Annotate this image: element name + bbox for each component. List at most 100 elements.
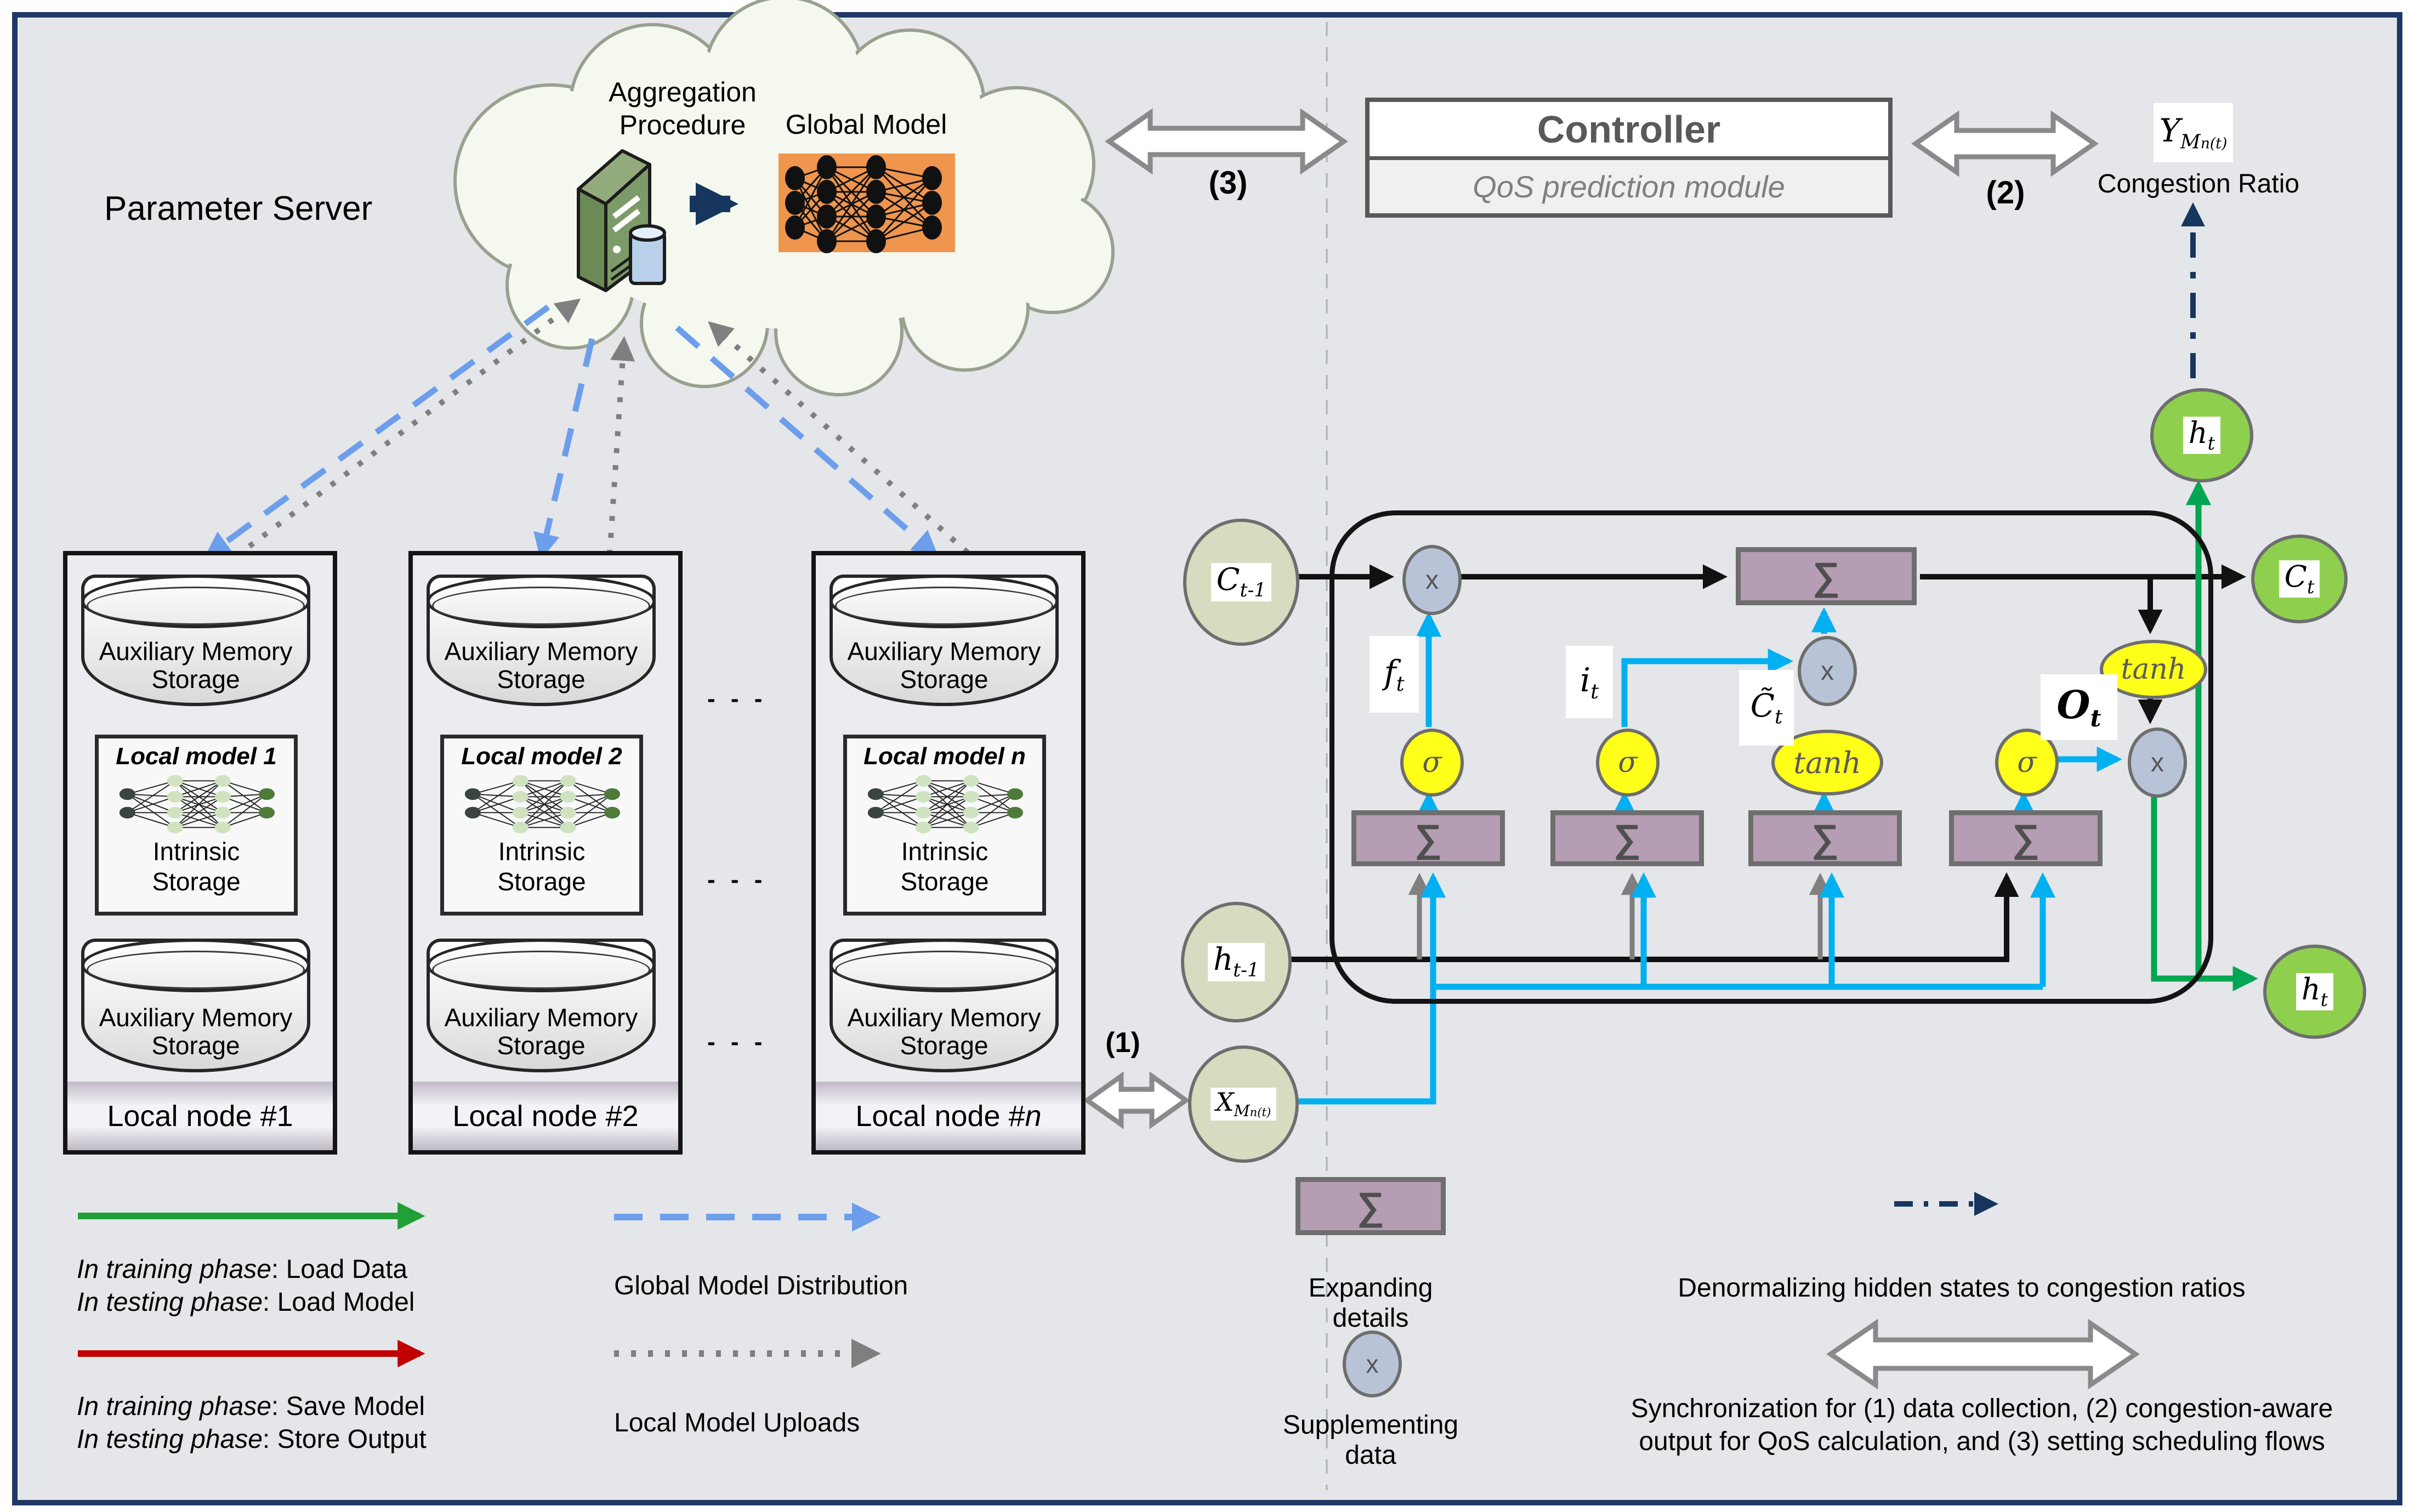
- c-out-label: C: [2284, 559, 2307, 594]
- federation-arrows: [204, 298, 970, 560]
- x-input-sub: M: [1234, 1102, 1250, 1121]
- legend-italic: In testing phase: [77, 1288, 263, 1317]
- legend-rest: : Load Data: [271, 1255, 408, 1284]
- local-node-2-aux-top-cylinder: Auxiliary Memory Storage: [427, 575, 656, 706]
- i-t-label: it: [1566, 646, 1613, 718]
- legend-multiply-node: x: [1343, 1331, 1402, 1397]
- cloud-shape: [453, 0, 1115, 396]
- local-model-title: Local model 1: [116, 743, 277, 770]
- local-node-1-model-box: Local model 1 Intrinsic Storage: [95, 735, 298, 916]
- local-model-title: Local model n: [863, 743, 1026, 770]
- o-symbol: O: [2056, 682, 2090, 727]
- controller-title: Controller: [1537, 107, 1721, 151]
- legend-italic: In training phase: [77, 1392, 271, 1421]
- sync-3-label: (3): [1208, 165, 1248, 201]
- sum-symbol: ∑: [1813, 555, 1840, 598]
- footer-prefix: Local node #: [855, 1099, 1025, 1133]
- legend-sum-box: ∑: [1296, 1177, 1446, 1235]
- legend-save-line1: In training phase: Save Model: [77, 1391, 425, 1422]
- x-input-subsub: n(t): [1249, 1105, 1271, 1119]
- f-t-label: ft: [1370, 636, 1419, 713]
- legend-rest: : Save Model: [271, 1392, 425, 1421]
- ellipsis-dots: - - -: [707, 866, 767, 893]
- lstm-cell-state-wires: [1286, 564, 2247, 962]
- x-input-node: XMn(t): [1188, 1045, 1299, 1163]
- candidate-sum-box: ∑: [1748, 810, 1902, 866]
- sigma-symbol: σ: [2017, 746, 2037, 779]
- forget-sum-box: ∑: [1351, 810, 1505, 866]
- legend-supplementing-label: Supplementing data: [1282, 1411, 1459, 1470]
- sync-1-label: (1): [1105, 1027, 1140, 1059]
- tanh-symbol: tanh: [1793, 745, 1861, 780]
- lstm-cell-border: [1330, 510, 2213, 1004]
- footer-id: 2: [622, 1099, 639, 1133]
- sum-symbol: ∑: [1613, 817, 1641, 860]
- parameter-server-title: Parameter Server: [104, 190, 373, 228]
- c-out-node: Ct: [2251, 535, 2348, 623]
- aux-memory-label: Auxiliary Memory Storage: [847, 636, 1041, 694]
- ellipsis-dots: - - -: [707, 1028, 767, 1055]
- intrinsic-storage-label: Intrinsic Storage: [152, 837, 241, 896]
- local-node-1-footer: Local node #1: [63, 1082, 337, 1155]
- o-t-label: Ot: [2041, 674, 2117, 740]
- footer-id: n: [1025, 1099, 1042, 1133]
- local-node-n-model-box: Local model n Intrinsic Storage: [843, 735, 1046, 916]
- h-out-sub: t: [2320, 988, 2328, 1010]
- legend-load-line1: In training phase: Load Data: [77, 1254, 407, 1284]
- legend-denormalizing-label: Denormalizing hidden states to congestio…: [1678, 1274, 2246, 1303]
- forget-sigma-gate: σ: [1400, 729, 1464, 797]
- legend-uploads-label: Local Model Uploads: [614, 1408, 860, 1437]
- c-tilde-sub: t: [1774, 706, 1783, 729]
- output-sum-box: ∑: [1949, 810, 2103, 866]
- cell-state-sum-box: ∑: [1736, 547, 1917, 605]
- sum-symbol: ∑: [2012, 817, 2039, 860]
- x-input-label: X: [1215, 1087, 1234, 1117]
- intrinsic-storage-label: Intrinsic Storage: [497, 837, 586, 896]
- footer-id: 1: [276, 1099, 293, 1133]
- multiply-symbol: x: [2151, 748, 2164, 777]
- legend-italic: In training phase: [77, 1255, 271, 1284]
- sum-symbol: ∑: [1414, 817, 1442, 860]
- multiply-symbol: x: [1821, 656, 1834, 686]
- sync-2-label: (2): [1986, 175, 2025, 211]
- c-out-sub: t: [2306, 576, 2315, 598]
- y-subsub: n(t): [2200, 135, 2228, 152]
- local-model-nn-icon: [464, 775, 621, 834]
- lstm-input-wires: [1292, 607, 2122, 1105]
- h-out-sub: t: [2207, 432, 2215, 454]
- local-model-title: Local model 2: [461, 743, 622, 770]
- candidate-tanh-gate: tanh: [1771, 730, 1883, 795]
- h-out-right-node: ht: [2263, 945, 2366, 1039]
- h-out-label: h: [2188, 416, 2208, 451]
- local-model-nn-icon: [867, 775, 1024, 834]
- f-symbol: f: [1384, 653, 1396, 692]
- aux-memory-label: Auxiliary Memory Storage: [847, 1003, 1041, 1060]
- congestion-ratio-label: Congestion Ratio: [2097, 169, 2300, 198]
- c-tilde-label: C̃t: [1739, 670, 1794, 746]
- ellipsis-dots: - - -: [707, 685, 767, 712]
- sum-symbol: ∑: [1357, 1185, 1384, 1227]
- c-prev-label: C: [1216, 561, 1240, 598]
- f-sub: t: [1396, 671, 1405, 696]
- sigma-symbol: σ: [1618, 746, 1638, 779]
- local-node-2-footer: Local node #2: [408, 1082, 683, 1155]
- c-tilde-symbol: C̃: [1750, 687, 1775, 725]
- intrinsic-storage-label: Intrinsic Storage: [900, 837, 989, 896]
- input-sum-box: ∑: [1550, 810, 1704, 866]
- legend-italic: In testing phase: [77, 1425, 263, 1454]
- tanh-symbol: tanh: [2121, 653, 2186, 686]
- i-symbol: i: [1580, 661, 1591, 700]
- sync-double-arrows: [1083, 108, 2140, 1390]
- i-sub: t: [1590, 679, 1599, 703]
- controller-box: Controller QoS prediction module: [1365, 98, 1893, 218]
- local-node-1-aux-bottom-cylinder: Auxiliary Memory Storage: [81, 939, 310, 1072]
- aggregation-procedure-label: Aggregation Procedure: [609, 77, 757, 140]
- aux-memory-label: Auxiliary Memory Storage: [99, 636, 293, 694]
- h-prev-sub: t-1: [1233, 959, 1259, 981]
- h-out-top-node: ht: [2150, 388, 2253, 482]
- aux-memory-label: Auxiliary Memory Storage: [99, 1003, 293, 1060]
- local-node-1-aux-top-cylinder: Auxiliary Memory Storage: [81, 575, 310, 706]
- h-prev-label: h: [1213, 941, 1234, 977]
